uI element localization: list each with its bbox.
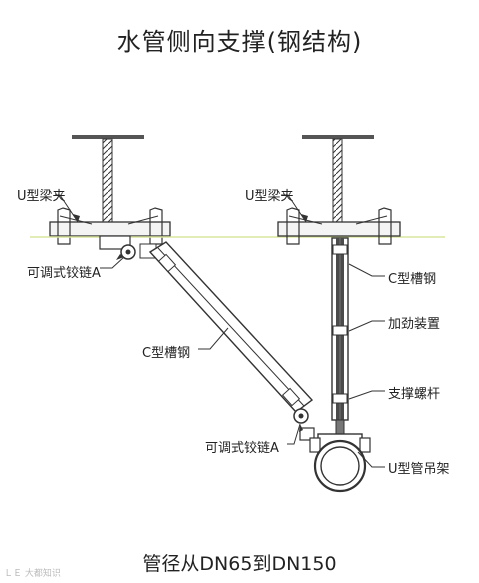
label-stiffener: 加劲装置: [388, 317, 441, 332]
leader-arrowheads: [73, 214, 308, 432]
stiffener-blocks: [332, 244, 348, 404]
diagram-title: 水管侧向支撑(钢结构): [116, 28, 363, 56]
label-c-channel-diagonal: C型槽钢: [142, 346, 191, 361]
watermark: ＬＥ 大都知识: [4, 569, 61, 579]
pipe-hanger: [309, 433, 371, 493]
label-c-channel-vertical: C型槽钢: [388, 272, 437, 287]
label-pipe-hanger: U型管吊架: [388, 462, 450, 477]
label-support-rod: 支撑螺杆: [388, 387, 441, 402]
diagonal-c-channel: [148, 241, 314, 413]
label-u-clamp-right: U型梁夹: [245, 189, 294, 204]
label-hinge-a-top: 可调式铰链A: [27, 266, 101, 281]
label-hinge-a-bottom: 可调式铰链A: [205, 441, 279, 456]
bottom-hinge: [293, 408, 315, 441]
label-u-clamp-left: U型梁夹: [17, 189, 66, 204]
left-i-beam: [49, 135, 171, 237]
left-top-hinge: [99, 235, 157, 260]
right-i-beam: [277, 135, 401, 237]
leader-lines: [55, 194, 385, 468]
pipe-size-caption: 管径从DN65到DN150: [142, 553, 337, 575]
